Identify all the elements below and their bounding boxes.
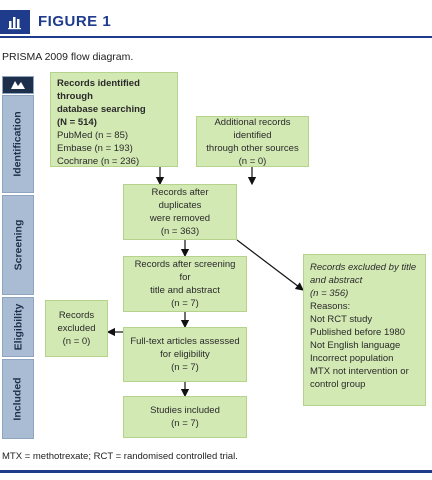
- after-screening-count: (n = 7): [171, 298, 199, 309]
- reasons-label: Reasons:: [310, 301, 351, 312]
- stage-column-logo: [2, 76, 34, 94]
- arrow-dup-to-excluded-title: [236, 239, 304, 291]
- other-sources-box: Additional records identified through ot…: [196, 116, 309, 167]
- db-search-total: (N = 514): [57, 117, 97, 128]
- db-search-pubmed: PubMed (n = 85): [57, 130, 129, 141]
- db-search-box: Records identified through database sear…: [50, 72, 178, 167]
- db-search-title-line2: database searching: [57, 104, 146, 115]
- full-text-box: Full-text articles assessed for eligibil…: [123, 327, 247, 382]
- stage-screening: Screening: [2, 195, 34, 295]
- studies-included-box: Studies included (n = 7): [123, 396, 247, 438]
- after-screening-line2: title and abstract: [150, 285, 220, 296]
- figure-subtitle: PRISMA 2009 flow diagram.: [2, 51, 134, 63]
- reason-item: control group: [310, 379, 366, 390]
- full-text-count: (n = 7): [171, 362, 199, 373]
- full-text-line2: for eligibility: [160, 349, 210, 360]
- duplicates-removed-box: Records after duplicates were removed (n…: [123, 184, 237, 240]
- footnote: MTX = methotrexate; RCT = randomised con…: [2, 451, 238, 462]
- reason-item: Incorrect population: [310, 353, 394, 364]
- header-rule: [0, 36, 432, 38]
- reason-item: Not RCT study: [310, 314, 373, 325]
- stage-identification: Identification: [2, 95, 34, 193]
- duplicates-removed-count: (n = 363): [160, 226, 200, 237]
- duplicates-removed-line2: were removed: [149, 213, 211, 224]
- records-excluded-box: Records excluded (n = 0): [45, 300, 108, 357]
- db-search-cochrane: Cochrane (n = 236): [57, 156, 140, 167]
- records-excluded-count: (n = 0): [62, 336, 91, 347]
- bar-chart-icon: [0, 10, 30, 34]
- other-sources-line2: through other sources: [206, 142, 299, 154]
- records-excluded-line1: Records: [58, 310, 95, 321]
- stage-eligibility: Eligibility: [2, 297, 34, 357]
- duplicates-removed-line1: Records after duplicates: [151, 187, 209, 211]
- records-excluded-line2: excluded: [57, 323, 96, 334]
- reason-item: MTX not intervention or: [310, 366, 409, 377]
- other-sources-line1: Additional records identified: [214, 116, 291, 141]
- after-screening-box: Records after screening for title and ab…: [123, 256, 247, 312]
- db-search-title-line1: Records identified through: [57, 78, 140, 102]
- figure-label: FIGURE 1: [38, 13, 112, 30]
- excluded-title-line1: Records excluded by title: [310, 262, 417, 273]
- after-screening-line1: Records after screening for: [134, 259, 236, 283]
- excluded-title-count: (n = 356): [310, 288, 349, 299]
- full-text-line1: Full-text articles assessed: [130, 336, 240, 347]
- stage-included: Included: [2, 359, 34, 439]
- studies-included-line1: Studies included: [150, 405, 220, 416]
- excluded-title-line2: and abstract: [310, 275, 363, 286]
- studies-included-count: (n = 7): [171, 418, 199, 429]
- reason-item: Published before 1980: [310, 327, 406, 338]
- footer-rule: [0, 470, 432, 473]
- other-sources-count: (n = 0): [238, 155, 267, 167]
- db-search-embase: Embase (n = 193): [57, 143, 133, 154]
- excluded-title-abstract-box: Records excluded by title and abstract (…: [303, 254, 426, 406]
- reason-item: Not English language: [310, 340, 401, 351]
